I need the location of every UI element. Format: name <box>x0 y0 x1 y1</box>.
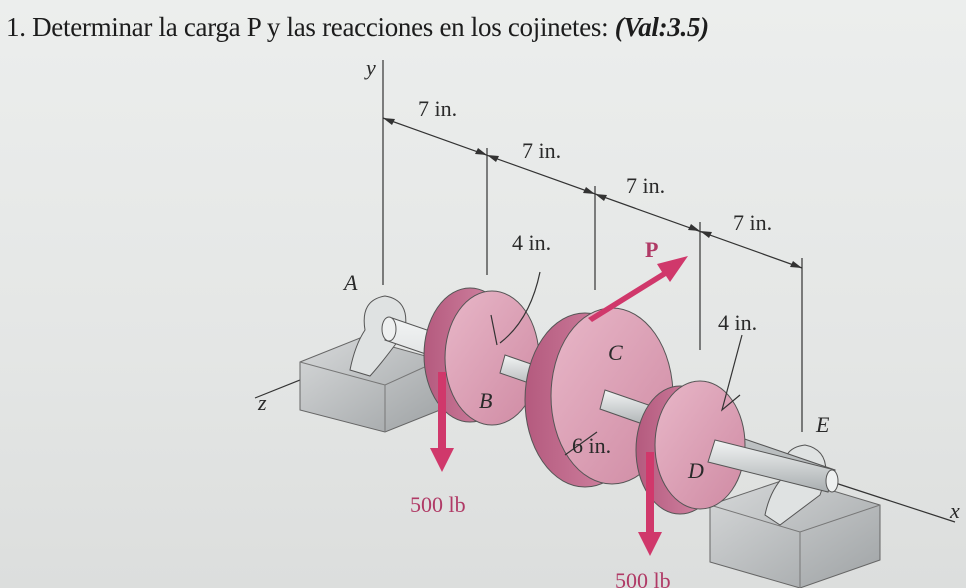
y-axis: y <box>364 55 384 285</box>
radius-d-label: 4 in. <box>718 310 757 335</box>
disk-d <box>635 380 746 515</box>
y-axis-label: y <box>364 55 376 80</box>
dimension-lines <box>382 117 803 432</box>
spacing-label-cd: 7 in. <box>626 173 665 198</box>
disk-b <box>423 287 540 426</box>
radius-d-mark <box>720 334 743 412</box>
spacing-label-ab: 7 in. <box>418 96 457 121</box>
problem-statement: 1. Determinar la carga P y las reaccione… <box>6 12 709 43</box>
bearing-a <box>299 295 441 433</box>
point-b-label: B <box>479 388 492 413</box>
problem-number: 1. <box>6 12 26 42</box>
load-d-label: 500 lb <box>615 568 671 588</box>
force-d-arrow <box>638 452 662 556</box>
spacing-label-bc: 7 in. <box>522 138 561 163</box>
force-p-arrow <box>588 256 688 322</box>
radius-b-mark <box>490 271 541 346</box>
radius-c-mark <box>564 431 598 456</box>
point-d-label: D <box>687 458 704 483</box>
point-e-label: E <box>815 412 830 437</box>
load-b-label: 500 lb <box>410 492 466 517</box>
force-b-arrow <box>430 372 454 472</box>
z-axis-label: z <box>257 390 267 415</box>
problem-text: Determinar la carga P y las reacciones e… <box>32 12 609 42</box>
x-axis-label: x <box>949 498 960 523</box>
radius-b-label: 4 in. <box>512 230 551 255</box>
point-a-label: A <box>342 270 358 295</box>
problem-value: (Val:3.5) <box>614 12 709 42</box>
radius-c-label: 6 in. <box>572 433 611 458</box>
spacing-label-de: 7 in. <box>733 210 772 235</box>
x-axis <box>819 477 956 523</box>
point-c-label: C <box>608 340 623 365</box>
load-p-label: P <box>645 237 658 262</box>
